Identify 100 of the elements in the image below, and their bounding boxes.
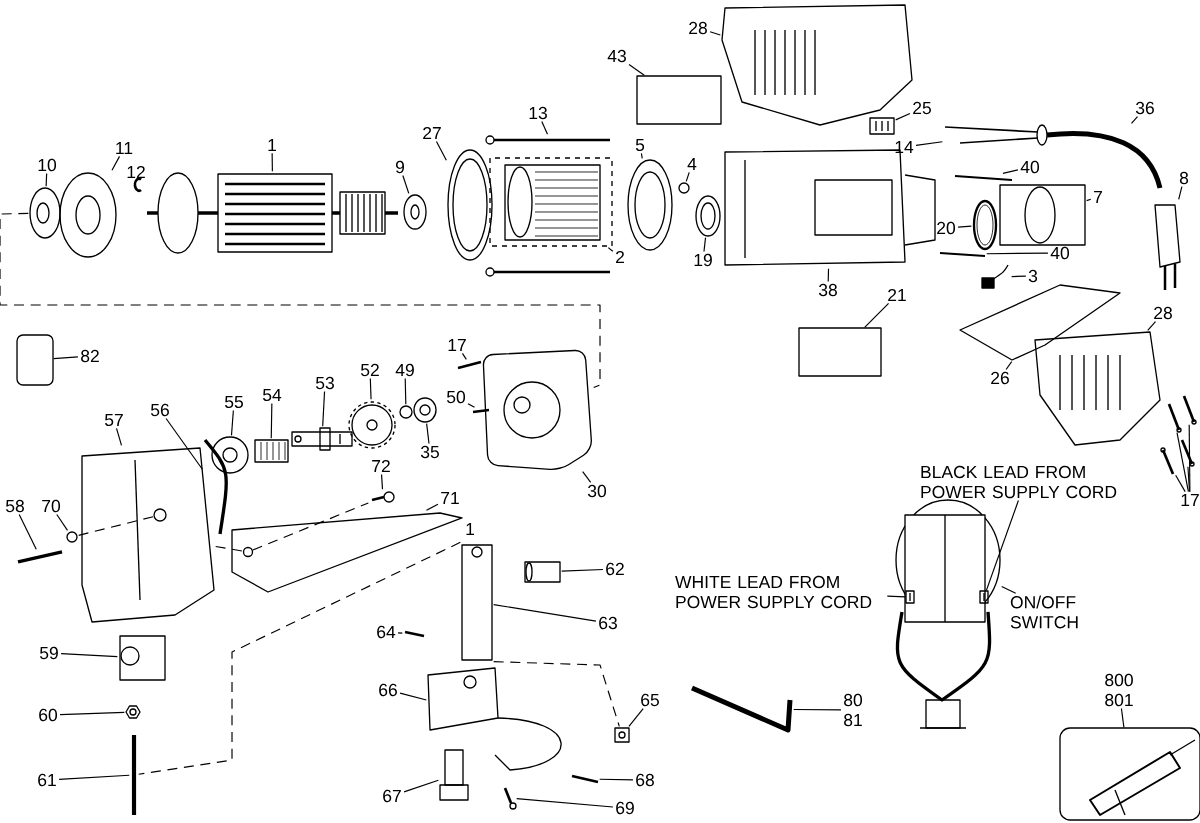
leader-line: [1001, 585, 1017, 594]
leader-line: [56, 513, 69, 531]
leader-line: [380, 473, 384, 490]
callout-number: 36: [1135, 101, 1154, 115]
leader-line: [271, 152, 273, 172]
callout-number: 67: [383, 789, 401, 803]
washer-drawing: [399, 405, 413, 419]
baffle-drawing: [59, 172, 117, 258]
callout-number: 3: [1028, 269, 1038, 283]
gasket-drawing: [203, 438, 228, 535]
leader-line: [628, 707, 644, 727]
gear-drawing: [348, 401, 396, 449]
callout-number: 65: [641, 693, 659, 707]
screw-drawing: [571, 774, 599, 784]
callout-number: 19: [694, 253, 712, 267]
gear-head-drawing: [81, 447, 215, 623]
baffle-drawing: [447, 149, 493, 261]
plug-drawing: [1154, 204, 1181, 290]
screw-drawing: [457, 360, 482, 370]
callout-number: 70: [42, 499, 61, 513]
wire-drawing: [944, 126, 1039, 144]
leader-line: [628, 63, 645, 76]
brush-drawing: [939, 252, 986, 257]
assembly-line: [0, 212, 601, 389]
leader-line: [397, 632, 403, 634]
callout-number: 40: [1050, 246, 1070, 260]
leader-line: [1002, 169, 1019, 174]
bearing-drawing: [211, 436, 249, 474]
callout-number: 49: [395, 363, 414, 377]
hex-key-drawing: [691, 685, 793, 733]
leader-line: [111, 155, 121, 171]
deflector-plate-drawing: [231, 512, 463, 593]
leader-line: [60, 653, 118, 658]
leader-line: [541, 120, 549, 135]
callout-number: 56: [151, 403, 169, 417]
leader-line: [461, 352, 467, 360]
callout-number: 28: [1154, 306, 1172, 320]
callout-number: 17: [1181, 494, 1199, 506]
callout-number: 26: [991, 371, 1009, 385]
callout-number: 72: [372, 459, 390, 473]
callout-number: 55: [225, 395, 243, 409]
screw-drawing: [1180, 439, 1195, 467]
trigger-drawing: [959, 284, 1121, 361]
assembly-line: [138, 541, 461, 775]
terminal-drawing: [905, 590, 915, 604]
leader-line: [59, 711, 125, 716]
leader-line: [561, 568, 604, 572]
leader-line: [703, 237, 707, 253]
switch-drawing: [869, 117, 895, 135]
callout-number: 54: [263, 388, 282, 402]
brush-holder-drawing: [627, 159, 673, 251]
callout-number: 28: [689, 21, 707, 35]
leader-line: [640, 152, 643, 159]
callout-number: 12: [127, 165, 145, 179]
callout-number: 69: [616, 801, 634, 815]
leader-line: [985, 499, 1019, 591]
leader-line: [986, 252, 1049, 255]
leader-line: [1188, 424, 1191, 493]
leader-line: [599, 778, 634, 781]
callout-number: 5: [635, 138, 645, 152]
inset-frame: [1059, 727, 1200, 821]
leader-line: [426, 423, 430, 445]
nut-drawing: [125, 705, 141, 719]
callout-number: 80 81: [844, 693, 863, 727]
leader-line: [1187, 466, 1191, 493]
terminal-drawing: [979, 590, 989, 604]
bushing-drawing: [695, 195, 721, 237]
nut-drawing: [614, 727, 630, 743]
callout-number: 2: [616, 250, 624, 264]
callout-number: 62: [606, 562, 624, 576]
label-box: [798, 327, 882, 377]
callout-number: 61: [38, 773, 56, 787]
leader-line: [322, 390, 326, 427]
bearing-drawing: [29, 187, 61, 239]
leader-line: [402, 174, 410, 194]
callout-number: 1: [268, 139, 276, 151]
callout-number: 4: [687, 158, 697, 170]
callout-number: 17: [448, 339, 466, 351]
leader-line: [115, 427, 123, 446]
leader-line: [827, 268, 830, 283]
stud-drawing: [131, 735, 137, 815]
callout-number: 82: [81, 349, 99, 363]
note-text: ON/OFF SWITCH: [1010, 595, 1078, 629]
leader-line: [1120, 707, 1125, 728]
die-drawing: [427, 667, 562, 771]
leader-line: [53, 356, 79, 360]
leader-line: [1011, 275, 1027, 278]
leader-line: [685, 171, 690, 182]
callout-number: 53: [316, 376, 334, 390]
callout-number: 50: [447, 390, 466, 404]
leader-line: [58, 774, 130, 780]
bearing-drawing: [254, 439, 289, 463]
leader-line: [793, 708, 842, 711]
leader-line: [45, 172, 48, 187]
leader-line: [18, 513, 37, 550]
leader-line: [1086, 198, 1092, 202]
leader-line: [493, 604, 597, 622]
clamp-block-drawing: [119, 635, 166, 681]
brush-drawing: [954, 175, 1013, 181]
bearing-drawing: [678, 182, 690, 194]
